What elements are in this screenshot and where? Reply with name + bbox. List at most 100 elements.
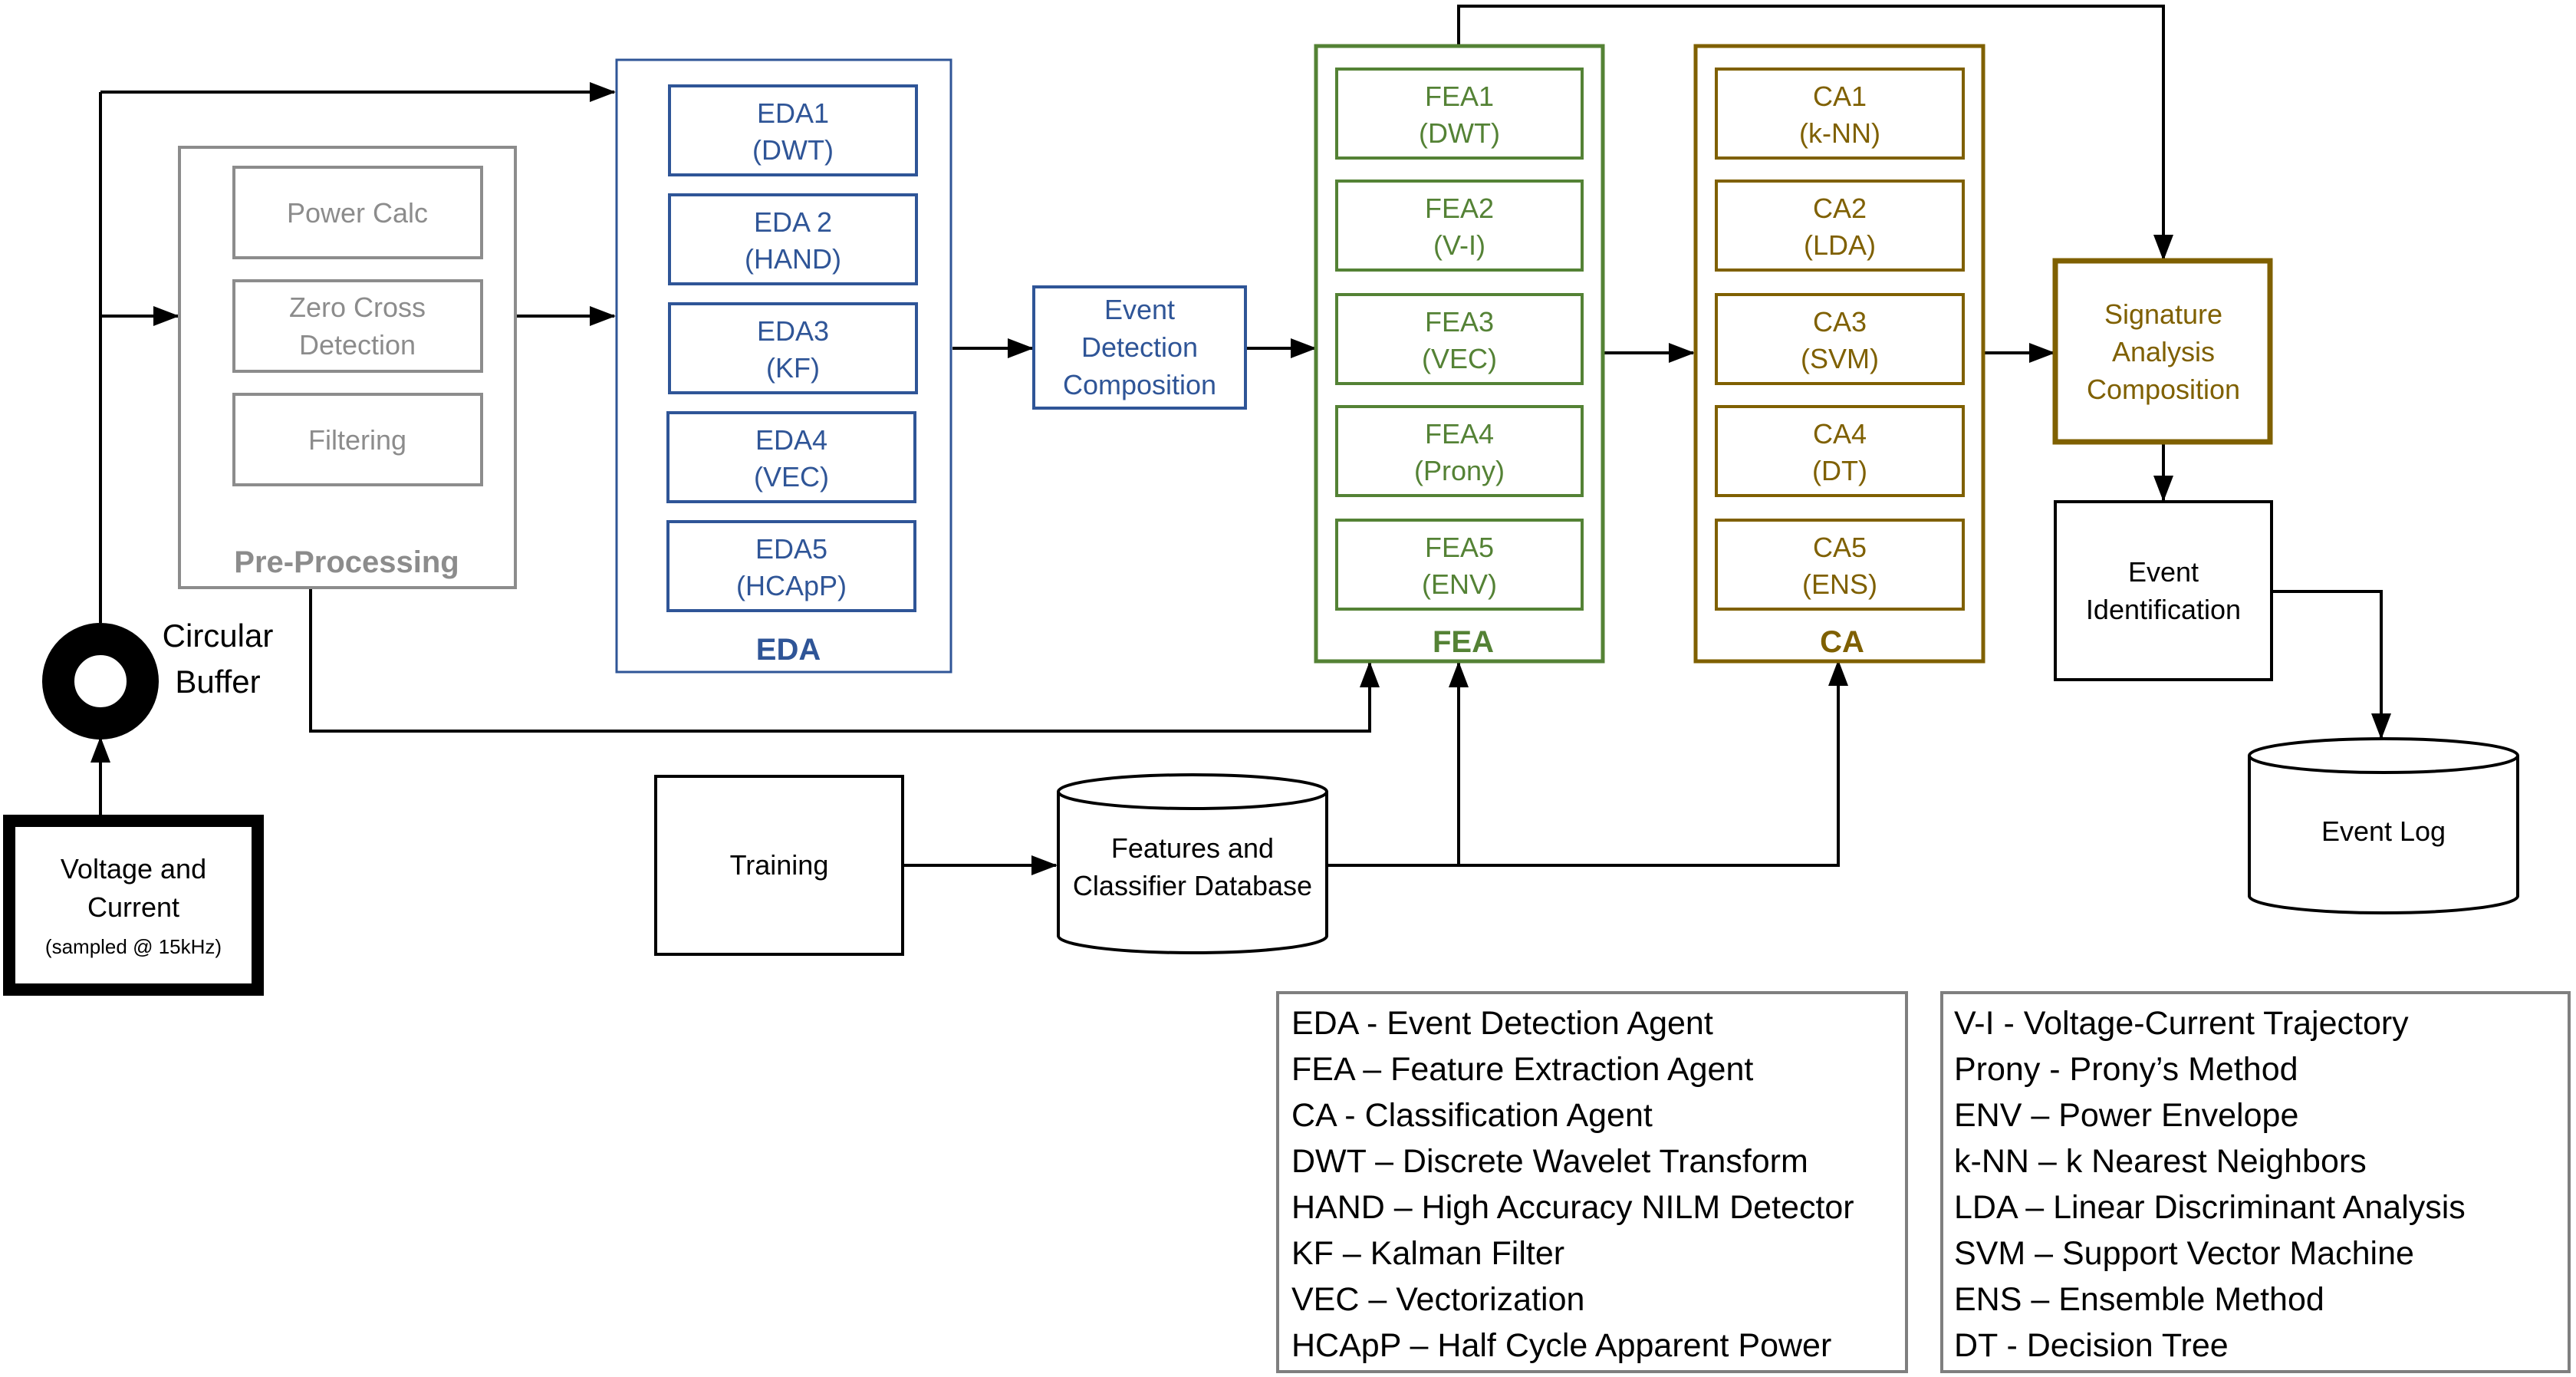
preprocessing-group: Power Calc Zero Cross Detection Filterin… [178, 146, 517, 589]
legend-entry: EDA - Event Detection Agent [1291, 1005, 1713, 1042]
event-log-label: Event Log [2321, 815, 2446, 847]
features-db-line: Features and [1111, 832, 1274, 864]
signature-line: Composition [2087, 374, 2240, 405]
fea-title: FEA [1433, 625, 1494, 659]
signature-box [2052, 258, 2273, 445]
connectors [90, 5, 2391, 875]
signature-line: Analysis [2112, 336, 2215, 367]
legend-entry: DWT – Discrete Wavelet Transform [1291, 1143, 1808, 1180]
source-label-line2: Current [87, 891, 179, 923]
ca-item-4 [1715, 405, 1965, 497]
fea-item-method: (DWT) [1419, 117, 1500, 149]
preprocessing-item-label: Power Calc [287, 197, 428, 229]
ca-item-2 [1715, 180, 1965, 272]
legend-entry: HCApP – Half Cycle Apparent Power [1291, 1327, 1831, 1364]
features-classifier-database: Features and Classifier Database [1057, 773, 1328, 954]
eda-item-name: EDA3 [757, 315, 829, 347]
fea-item-5 [1335, 519, 1584, 611]
buffer-label-line2: Buffer [175, 664, 260, 700]
source-box [3, 815, 264, 996]
event-log-database: Event Log [2248, 737, 2519, 914]
eda-item-3 [668, 302, 918, 394]
ca-item-name: CA2 [1813, 193, 1867, 224]
fea-item-3 [1335, 293, 1584, 385]
fea-item-name: FEA4 [1425, 418, 1494, 450]
eda-item-method: (HCApP) [736, 570, 847, 601]
fea-item-method: (ENV) [1422, 568, 1497, 600]
legend-entry: HAND – High Accuracy NILM Detector [1291, 1189, 1854, 1226]
ca-item-method: (DT) [1812, 455, 1867, 486]
fea-item-method: (VEC) [1422, 343, 1497, 374]
signature-line: Signature [2104, 298, 2222, 330]
event-log-cylinder-body [2248, 756, 2519, 914]
eda-group: EDA1 (DWT) EDA 2 (HAND) EDA3 (KF) EDA4 (… [615, 58, 952, 674]
event-detection-line: Detection [1081, 331, 1198, 363]
eda-title: EDA [756, 633, 821, 667]
preprocessing-title: Pre-Processing [234, 545, 459, 579]
event-detection-line: Composition [1063, 369, 1216, 400]
ca-title: CA [1820, 625, 1864, 659]
fea-item-name: FEA5 [1425, 532, 1494, 563]
voltage-current-source: Voltage and Current (sampled @ 15kHz) [3, 815, 264, 996]
buffer-label-line1: Circular [163, 618, 274, 654]
event-detection-line: Event [1104, 294, 1175, 325]
event-identification-line: Identification [2086, 594, 2241, 625]
eda-item-4 [666, 411, 916, 503]
eda-item-name: EDA1 [757, 97, 829, 129]
preprocessing-item-label: Filtering [308, 424, 406, 456]
preprocessing-item-zero-cross [232, 279, 483, 373]
preprocessing-item-filtering [232, 393, 483, 486]
legend-entry: VEC – Vectorization [1291, 1281, 1584, 1318]
training-box [654, 775, 904, 956]
preprocessing-item-power-calc [232, 166, 483, 259]
eda-item-name: EDA5 [755, 533, 827, 565]
fea-item-method: (V-I) [1433, 229, 1485, 261]
ca-item-method: (SVM) [1801, 343, 1879, 374]
eda-item-method: (VEC) [754, 461, 829, 492]
event-identification-line: Event [2128, 556, 2199, 588]
legend-entry: LDA – Linear Discriminant Analysis [1954, 1189, 2466, 1226]
legend-abbreviations-right: V-I - Voltage-Current Trajectory Prony -… [1940, 991, 2571, 1373]
preprocessing-item-label: Zero Cross [289, 292, 426, 323]
connector-preprocessing-to-fea [309, 588, 1380, 733]
event-identification: Event Identification [2054, 500, 2273, 681]
circular-buffer-icon [42, 623, 159, 740]
fea-group: FEA1 (DWT) FEA2 (V-I) FEA3 (VEC) FEA4 (P… [1314, 44, 1605, 664]
features-db-cylinder-body [1057, 792, 1328, 954]
legend-entry: ENS – Ensemble Method [1954, 1281, 2324, 1318]
ca-group: CA1 (k-NN) CA2 (LDA) CA3 (SVM) CA4 (DT) … [1693, 44, 1985, 664]
fea-item-name: FEA3 [1425, 306, 1494, 338]
eda-item-5 [666, 520, 916, 612]
database-icon [2248, 737, 2519, 774]
preprocessing-item-label: Detection [299, 329, 416, 361]
ca-item-5 [1715, 519, 1965, 611]
eda-item-name: EDA 2 [754, 206, 832, 238]
event-detection-box [1032, 285, 1247, 410]
legend-entry: KF – Kalman Filter [1291, 1235, 1564, 1272]
legend-right-box [1940, 991, 2571, 1373]
event-detection-composition: Event Detection Composition [1032, 285, 1247, 410]
fea-item-method: (Prony) [1414, 455, 1505, 486]
eda-item-name: EDA4 [755, 424, 827, 456]
ca-item-1 [1715, 68, 1965, 160]
fea-item-name: FEA2 [1425, 193, 1494, 224]
ca-item-name: CA5 [1813, 532, 1867, 563]
source-label-line1: Voltage and [61, 853, 206, 885]
fea-item-name: FEA1 [1425, 81, 1494, 112]
eda-item-method: (DWT) [752, 134, 834, 166]
eda-item-1 [668, 84, 918, 176]
signature-analysis-composition: Signature Analysis Composition [2052, 258, 2273, 445]
legend-entry: DT - Decision Tree [1954, 1327, 2229, 1364]
legend-entry: SVM – Support Vector Machine [1954, 1235, 2414, 1272]
ca-item-method: (LDA) [1804, 229, 1876, 261]
eda-item-2 [668, 193, 918, 285]
ca-item-name: CA1 [1813, 81, 1867, 112]
ca-item-name: CA3 [1813, 306, 1867, 338]
legend-entry: FEA – Feature Extraction Agent [1291, 1051, 1753, 1088]
ca-item-3 [1715, 293, 1965, 385]
legend-entry: V-I - Voltage-Current Trajectory [1954, 1005, 2409, 1042]
legend-entry: Prony - Prony’s Method [1954, 1051, 2298, 1088]
training-label: Training [730, 849, 829, 881]
fea-item-2 [1335, 180, 1584, 272]
event-identification-box [2054, 500, 2273, 681]
